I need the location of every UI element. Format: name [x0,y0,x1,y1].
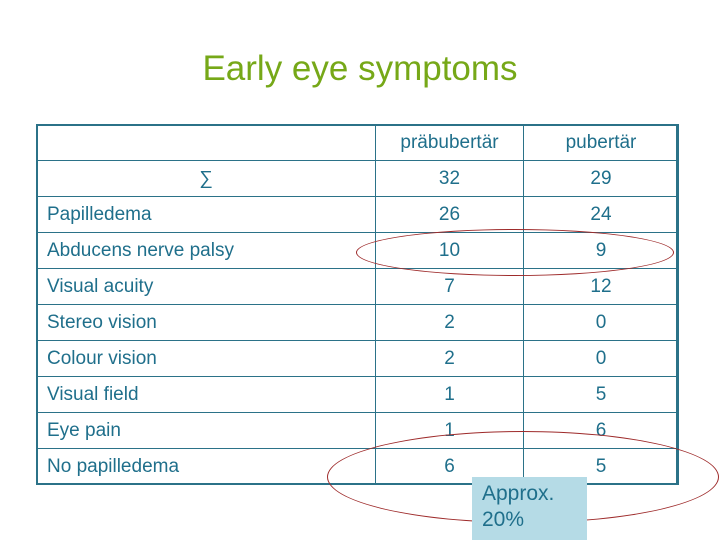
row-label: Colour vision [36,340,376,377]
table-row: Colour vision 2 0 [36,340,679,377]
sum-sigma-symbol: ∑ [36,160,376,197]
column-header-label [36,124,376,161]
table-body: präbubertär pubertär ∑ 32 29 Papilledema… [36,124,679,485]
table-header-row: präbubertär pubertär [36,124,679,161]
sum-prepubertal-value: 32 [375,160,524,197]
symptom-table-container: präbubertär pubertär ∑ 32 29 Papilledema… [36,124,679,485]
row-prepubertal-value: 26 [375,196,524,233]
row-prepubertal-value: 2 [375,340,524,377]
row-label: Eye pain [36,412,376,449]
row-label: Abducens nerve palsy [36,232,376,269]
sum-pubertal-value: 29 [523,160,679,197]
table-sum-row: ∑ 32 29 [36,160,679,197]
highlight-ellipse-abducens [356,229,674,276]
page-title: Early eye symptoms [202,49,518,88]
row-label: No papilledema [36,448,376,485]
row-label: Visual field [36,376,376,413]
row-pubertal-value: 24 [523,196,679,233]
row-pubertal-value: 0 [523,340,679,377]
row-prepubertal-value: 1 [375,376,524,413]
approx-callout-box: Approx. 20% [472,477,587,540]
table-row: Visual field 1 5 [36,376,679,413]
row-label: Visual acuity [36,268,376,305]
approx-callout-line2: 20% [482,508,525,531]
symptom-table: präbubertär pubertär ∑ 32 29 Papilledema… [36,124,679,485]
table-row: Stereo vision 2 0 [36,304,679,341]
row-prepubertal-value: 2 [375,304,524,341]
column-header-pubertal: pubertär [523,124,679,161]
approx-callout-line1: Approx. [482,482,555,505]
row-label: Papilledema [36,196,376,233]
row-pubertal-value: 5 [523,376,679,413]
row-label: Stereo vision [36,304,376,341]
table-row: Visual acuity 7 12 [36,268,679,305]
table-row: Papilledema 26 24 [36,196,679,233]
row-pubertal-value: 0 [523,304,679,341]
column-header-prepubertal: präbubertär [375,124,524,161]
